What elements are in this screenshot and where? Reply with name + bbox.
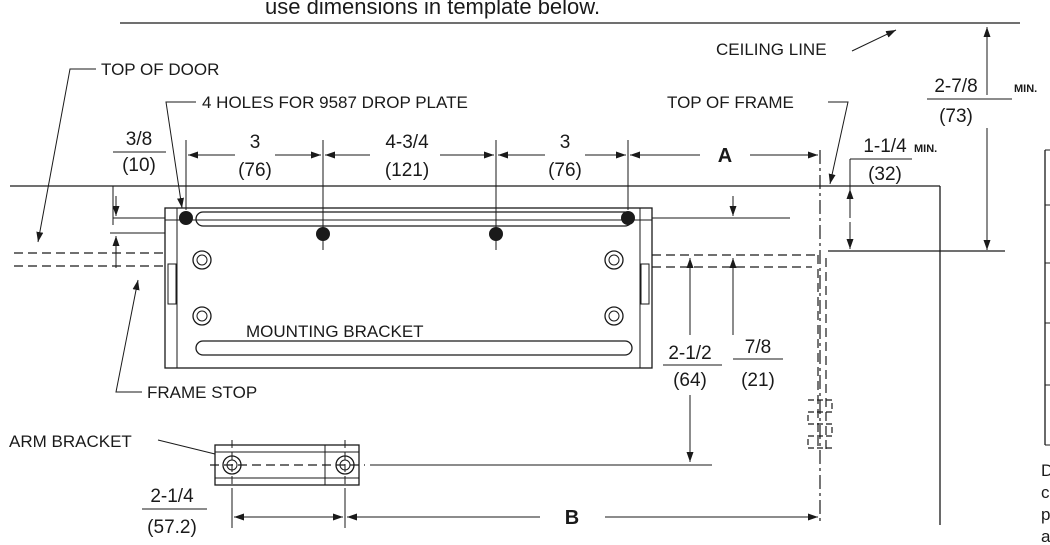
top-of-door-leader <box>36 68 96 243</box>
ceiling-line-label: CEILING LINE <box>716 40 827 59</box>
dim-3-right-inch: 3 <box>560 132 571 153</box>
ceiling-line-leader <box>851 29 897 52</box>
dim-4-3-4-inch: 4-3/4 <box>385 132 429 153</box>
drop-plate-hole <box>179 211 193 225</box>
side-table-fragment <box>1044 149 1050 446</box>
holes-label: 4 HOLES FOR 9587 DROP PLATE <box>202 93 468 112</box>
dim-2-7-8-min: MIN. <box>1014 83 1037 95</box>
dim-2-1-2-mm: (64) <box>673 370 707 391</box>
frame-stop-label: FRAME STOP <box>147 383 257 402</box>
side-note-fragment: a <box>1041 527 1050 545</box>
dim-2-7-8-inch: 2-7/8 <box>934 76 977 97</box>
dim-2-1-4-mm: (57.2) <box>147 517 197 538</box>
side-note-fragment: p <box>1041 505 1050 524</box>
dim-4-3-4-mm: (121) <box>385 160 429 181</box>
arm-bracket-leader <box>157 439 216 455</box>
dim-3-8-inch: 3/8 <box>126 129 152 150</box>
dim-7-8-inch: 7/8 <box>745 337 771 358</box>
dim-2-1-2-inch: 2-1/2 <box>668 343 711 364</box>
dim-3-8-mm: (10) <box>122 155 156 176</box>
dim-3-left-inch: 3 <box>250 132 261 153</box>
top-of-frame-label: TOP OF FRAME <box>667 93 794 112</box>
top-of-door-label: TOP OF DOOR <box>101 60 219 79</box>
dim-1-1-4-min: MIN. <box>914 143 937 155</box>
header-text: use dimensions in template below. <box>265 0 600 19</box>
mounting-bracket-label: MOUNTING BRACKET <box>246 322 424 341</box>
dim-a-label: A <box>718 145 732 167</box>
holes-leader <box>165 101 196 209</box>
side-note-fragment: D <box>1041 461 1050 480</box>
dim-3-right-mm: (76) <box>548 160 582 181</box>
mounting-bracket <box>164 207 653 369</box>
frame-stop-leader <box>115 279 142 393</box>
dim-2-7-8-mm: (73) <box>939 106 973 127</box>
dim-1-1-4-inch: 1-1/4 <box>863 136 907 157</box>
dim-1-1-4-mm: (32) <box>868 164 902 185</box>
arm-bracket-label: ARM BRACKET <box>9 432 132 451</box>
top-of-frame-leader <box>828 101 849 185</box>
drop-plate-hole <box>621 211 635 225</box>
dim-b-label: B <box>565 507 579 529</box>
frame-stop-profile <box>807 399 833 449</box>
dim-3-left-mm: (76) <box>238 160 272 181</box>
dim-7-8-mm: (21) <box>741 370 775 391</box>
side-note-fragment: c <box>1041 483 1050 502</box>
dim-2-1-4-inch: 2-1/4 <box>150 486 194 507</box>
